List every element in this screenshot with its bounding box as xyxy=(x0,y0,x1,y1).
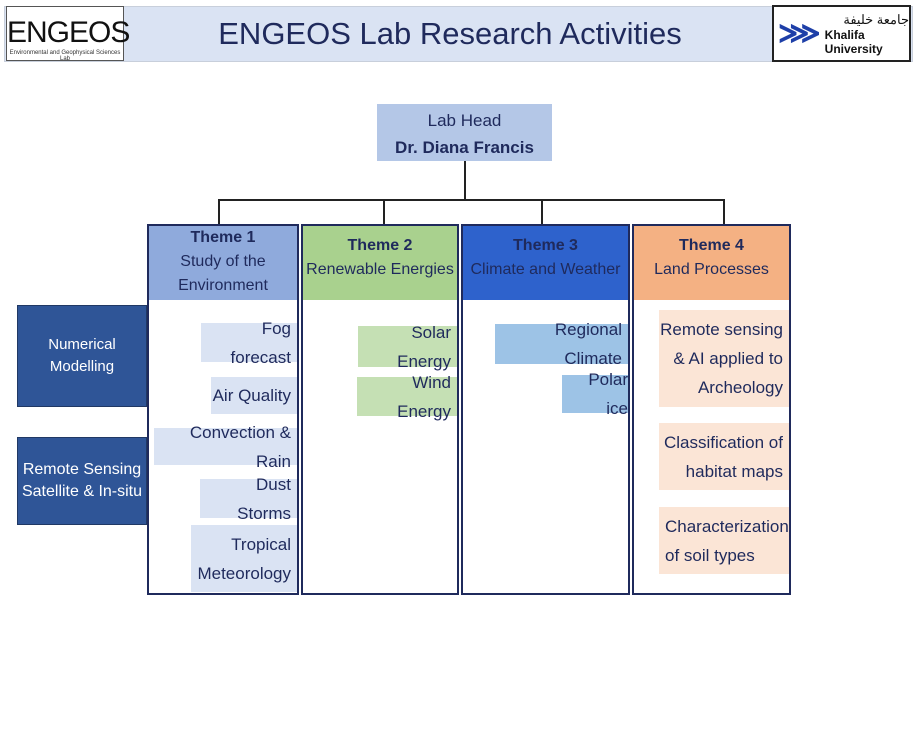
item-convection-rain: Convection & Rain xyxy=(154,423,297,471)
item-dust-storms: Dust Storms xyxy=(200,475,297,523)
item-polar-ice: Polar ice xyxy=(562,370,628,418)
connector xyxy=(383,199,385,225)
connector xyxy=(218,199,220,225)
item-regional-climate: Regional Climate xyxy=(495,320,628,368)
header-bar xyxy=(4,6,913,62)
remote-sensing-box: Remote Sensing Satellite & In-situ xyxy=(17,437,147,525)
numerical-modelling-box: Numerical Modelling xyxy=(17,305,147,407)
item-wind-energy: Wind Energy xyxy=(357,373,457,421)
item-soil-types: Characterization of soil types xyxy=(659,507,789,574)
item-air-quality: Air Quality xyxy=(211,377,297,414)
connector xyxy=(723,199,725,225)
ku-emblem-icon: ⋙ xyxy=(778,17,821,50)
item-tropical-meteorology: Tropical Meteorology xyxy=(191,525,297,592)
page-title: ENGEOS Lab Research Activities xyxy=(218,16,682,51)
engeos-logo: ENGEOS Environmental and Geophysical Sci… xyxy=(6,6,130,62)
connector xyxy=(541,199,543,225)
connector xyxy=(464,161,466,200)
item-remote-sensing-archeology: Remote sensing & AI applied to Archeolog… xyxy=(659,310,789,407)
item-habitat-maps: Classification of habitat maps xyxy=(659,423,789,490)
item-solar-energy: Solar Energy xyxy=(358,323,457,371)
connector xyxy=(218,199,725,201)
item-fog-forecast: Fog forecast xyxy=(201,319,297,367)
